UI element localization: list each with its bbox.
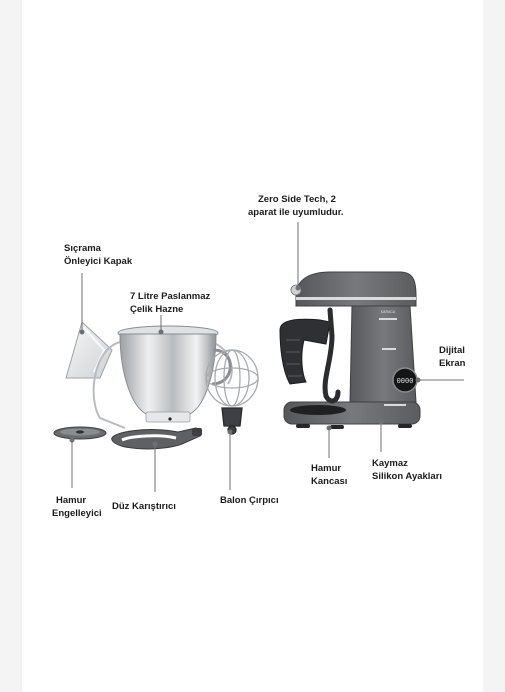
callout-bowl-line2: Çelik Hazne	[130, 304, 184, 315]
callout-non-slip-feet-line2: Silikon Ayakları	[372, 471, 443, 482]
mixer-brand-text: KARACA	[381, 310, 396, 314]
callout-leaders	[69, 222, 464, 492]
callout-splash-lid-line1: Sıçrama	[64, 243, 101, 254]
callout-bowl: 7 Litre Paslanmaz Çelik Hazne	[130, 290, 210, 316]
callout-zero-side-tech-line1: Zero Side Tech, 2	[258, 194, 336, 205]
callout-dough-hook-line2: Kancası	[311, 476, 348, 487]
callout-dough-stopper: Hamur Engelleyici	[52, 494, 102, 520]
callout-dough-hook-line1: Hamur	[311, 463, 342, 474]
callout-dough-stopper-line1: Hamur	[56, 495, 87, 506]
callout-dough-stopper-line2: Engelleyici	[52, 508, 102, 519]
steel-bowl-image	[117, 325, 232, 423]
callout-digital-display: Dijital Ekran	[439, 344, 465, 370]
callout-splash-lid: Sıçrama Önleyici Kapak	[64, 242, 132, 268]
mixer-display-readout: 0000	[397, 378, 414, 386]
callout-digital-display-line1: Dijital	[439, 345, 465, 356]
callout-dough-hook: Hamur Kancası	[311, 462, 347, 488]
callout-balloon-whisk: Balon Çırpıcı	[220, 495, 279, 506]
dough-stopper-image	[53, 426, 107, 440]
callout-non-slip-feet: Kaymaz Silikon Ayakları	[372, 457, 442, 483]
callout-splash-lid-line2: Önleyici Kapak	[64, 256, 133, 267]
stand-mixer-image	[279, 271, 421, 429]
flat-beater-image	[111, 427, 202, 450]
balloon-whisk-image	[205, 349, 259, 435]
callout-bowl-line1: 7 Litre Paslanmaz	[130, 291, 211, 302]
callout-zero-side-tech-line2: aparat ile uyumludur.	[248, 207, 344, 218]
callout-non-slip-feet-line1: Kaymaz	[372, 458, 408, 469]
callout-zero-side-tech: Zero Side Tech, 2 aparat ile uyumludur.	[248, 193, 344, 219]
splash-lid-image	[65, 321, 113, 379]
callout-digital-display-line2: Ekran	[439, 358, 466, 369]
callout-flat-beater: Düz Karıştırıcı	[112, 501, 176, 512]
